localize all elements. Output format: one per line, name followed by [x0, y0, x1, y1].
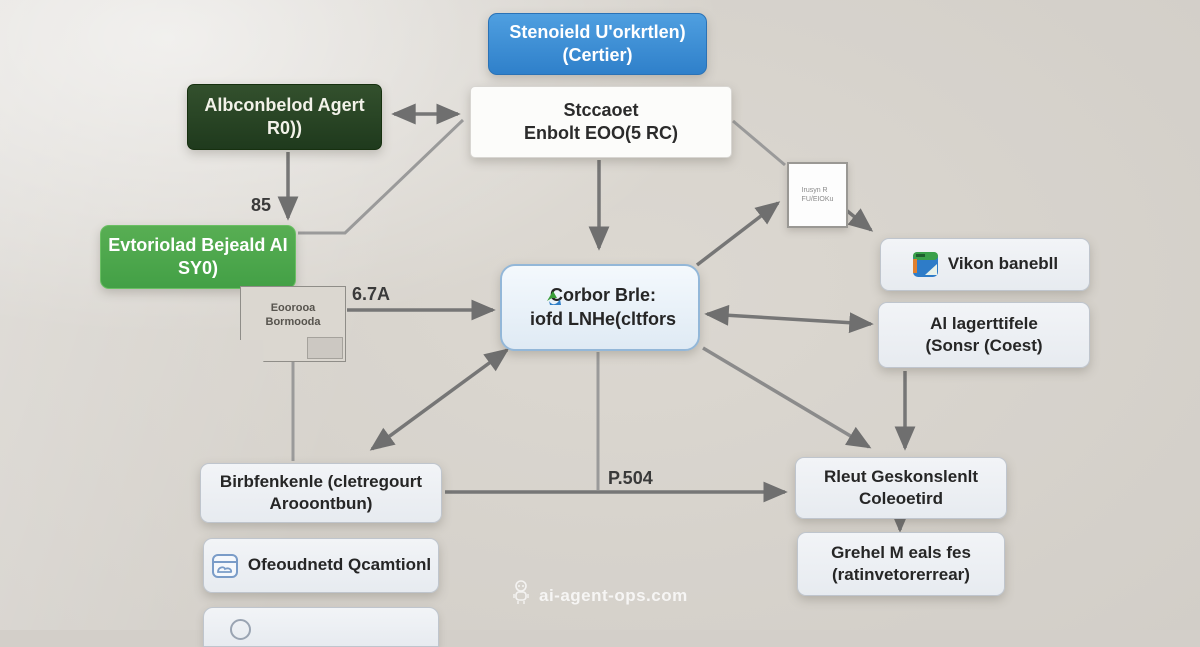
- node-vikon: Vikon banebll: [880, 238, 1090, 291]
- window-cloud-icon: [211, 552, 239, 580]
- node-vikon-label: Vikon banebll: [947, 254, 1059, 274]
- node-center-hub-label: Corbor Brle: iofd LNHe(cltfors: [530, 285, 676, 329]
- edge-label-85: 85: [251, 195, 272, 215]
- node-agent-label: Albconbelod Agert R0)): [204, 94, 365, 138]
- node-grehel-label: Grehel M eals fes (ratinvetorerrear): [831, 542, 971, 584]
- node-birbfenkenle-label: Birbfenkenle (cletregourt Arooontbun): [219, 471, 423, 513]
- node-rleut: Rleut Geskonslenlt Coleoetird: [795, 457, 1007, 519]
- connector-edges: [277, 103, 916, 533]
- node-al-sonsr: Al lagerttifele (Sonsr (Coest): [878, 302, 1090, 368]
- node-partial-bottom: [203, 607, 439, 647]
- node-tiny-note: Irusyn R FU/EIOKu: [787, 162, 848, 228]
- robot-icon: [512, 580, 530, 611]
- node-grehel: Grehel M eals fes (ratinvetorerrear): [797, 532, 1005, 596]
- node-workflow-top-label: Stenoield U'orkrtlen) (Certier): [509, 21, 686, 65]
- node-browser-ai: Evtoriolad Bejeald AI SY0): [100, 225, 296, 289]
- node-browser-ai-label: Evtoriolad Bejeald AI SY0): [108, 234, 288, 278]
- node-al-sonsr-label: Al lagerttifele (Sonsr (Coest): [925, 313, 1043, 355]
- node-engine: Stccaoet Enbolt EOO(5 RC): [470, 86, 732, 158]
- edge-label-p504: P.504: [608, 468, 653, 488]
- node-agent: Albconbelod Agert R0)): [187, 84, 382, 150]
- node-ofeoudnetd-label: Ofeoudnetd Qcamtionl: [247, 555, 432, 575]
- node-tiny-note-label: Irusyn R FU/EIOKu: [801, 186, 834, 203]
- edge-label-67a: 6.7A: [352, 284, 391, 304]
- node-export-note: Eoorooa Bormooda: [240, 286, 346, 362]
- node-birbfenkenle: Birbfenkenle (cletregourt Arooontbun): [200, 463, 442, 523]
- node-ofeoudnetd: Ofeoudnetd Qcamtionl: [203, 538, 439, 593]
- hub-logo-icon: [544, 289, 564, 314]
- watermark: ai-agent-ops.com: [512, 580, 688, 611]
- vikon-app-icon: [912, 251, 939, 278]
- node-engine-label: Stccaoet Enbolt EOO(5 RC): [524, 99, 678, 143]
- node-export-note-label: Eoorooa Bormooda: [265, 302, 321, 329]
- node-center-hub: Corbor Brle: iofd LNHe(cltfors: [500, 264, 700, 351]
- watermark-text: ai-agent-ops.com: [539, 585, 688, 605]
- export-note-corner: [307, 337, 343, 359]
- node-rleut-label: Rleut Geskonslenlt Coleoetird: [824, 466, 978, 508]
- node-workflow-top: Stenoield U'orkrtlen) (Certier): [488, 13, 707, 75]
